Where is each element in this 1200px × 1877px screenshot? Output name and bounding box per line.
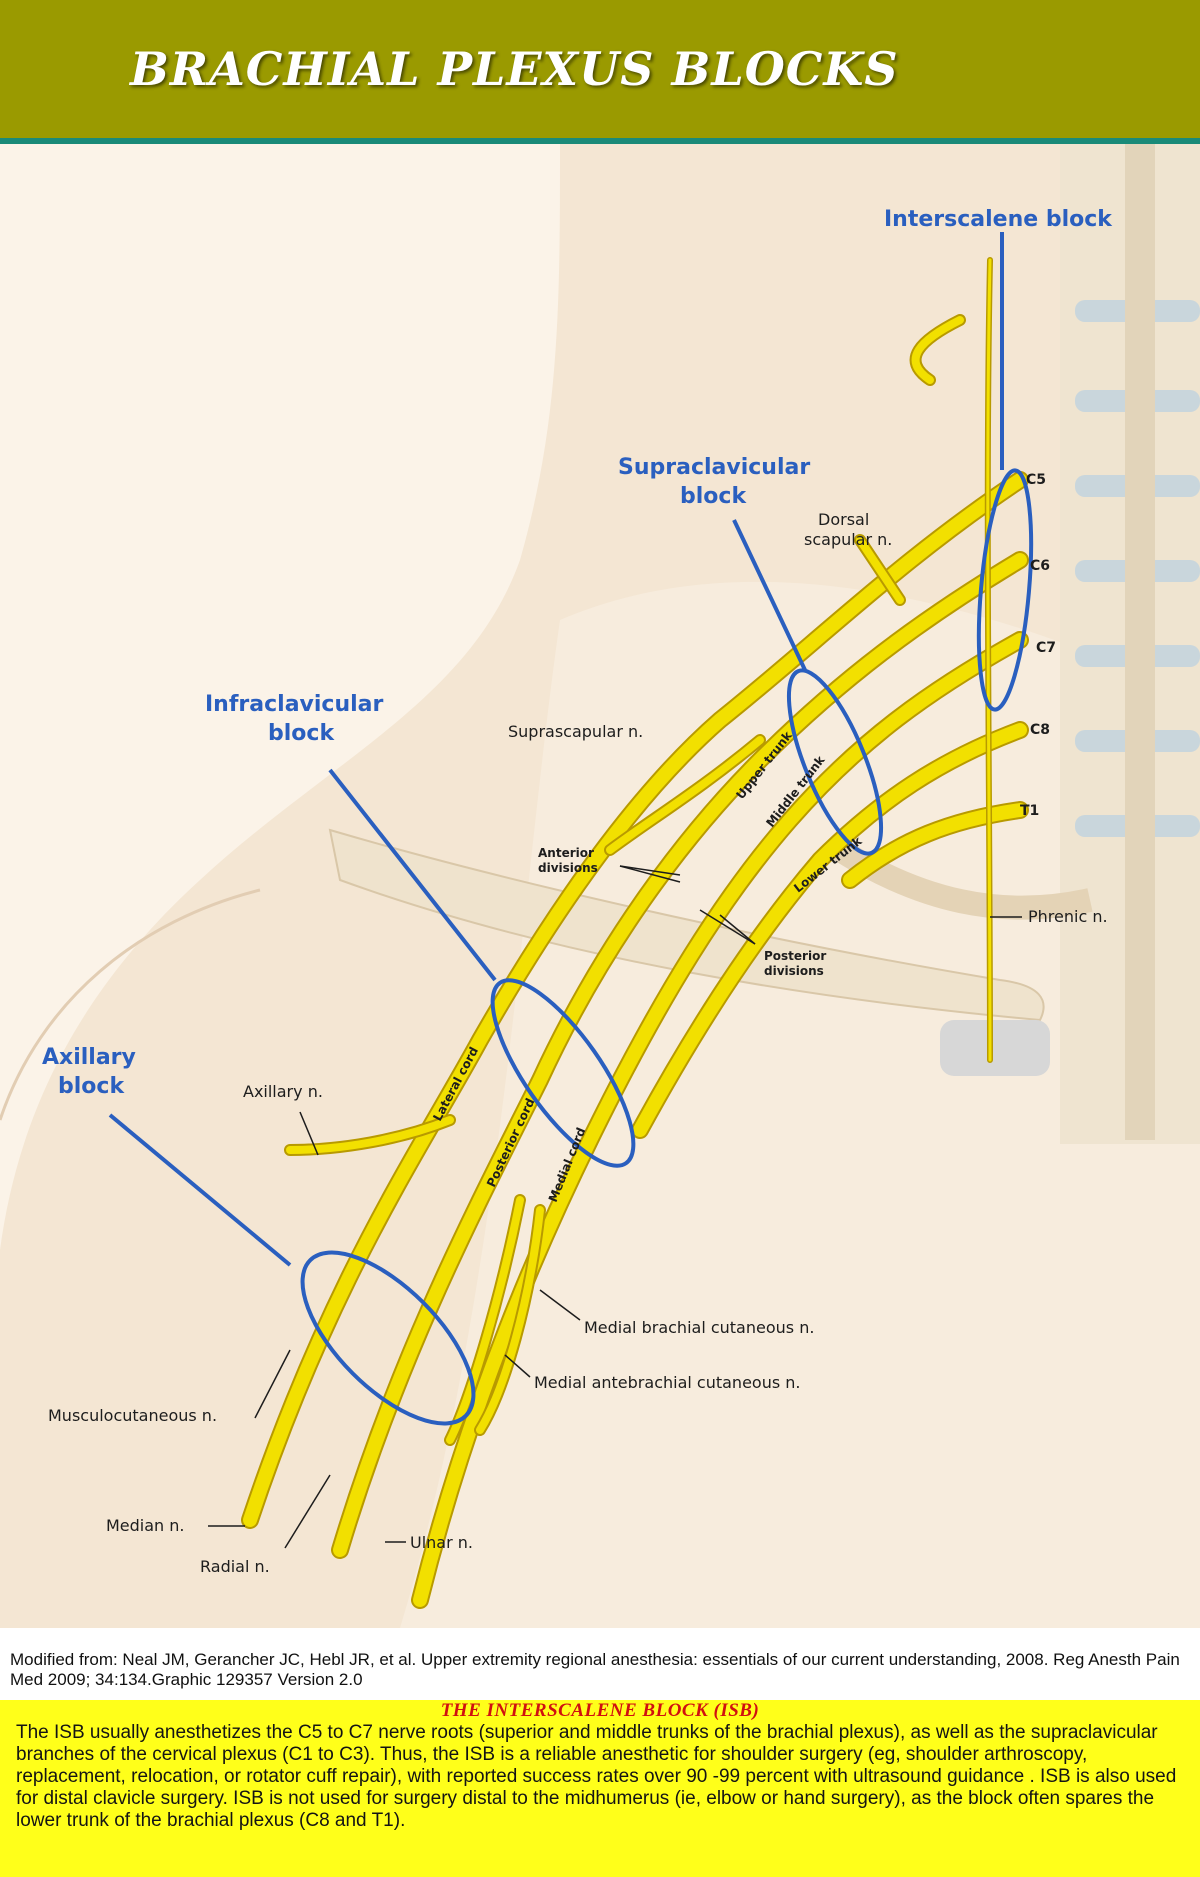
axillary-needle	[108, 1113, 292, 1267]
lower-trunk-path	[413, 633, 1027, 1607]
phrenic-label: Phrenic n.	[1028, 907, 1108, 926]
infraclavicular-needle	[328, 768, 497, 982]
suprascapular-nerve	[606, 736, 764, 854]
header-bar: BRACHIAL PLEXUS BLOCKS	[0, 0, 1200, 144]
musculocutaneous-label: Musculocutaneous n.	[48, 1406, 217, 1425]
clavicle-cartilage	[940, 1020, 1050, 1076]
posterior-divisions-label-line2: divisions	[764, 964, 824, 978]
anterior-divisions-label-line2: divisions	[538, 861, 598, 875]
arm-outline	[0, 888, 261, 1121]
root-c8-label: C8	[1030, 722, 1050, 738]
upper-trunk-path	[243, 473, 1027, 1527]
radial-nerve-label: Radial n.	[200, 1557, 270, 1576]
axillary-nerve-label: Axillary n.	[243, 1082, 323, 1101]
suprascapular-label: Suprascapular n.	[508, 722, 643, 741]
axillary-block-label-line2: block	[58, 1074, 125, 1099]
medial-brachial-cutaneous-label: Medial brachial cutaneous n.	[584, 1318, 814, 1337]
root-t1-label: T1	[1020, 803, 1039, 819]
infraclavicular-block-label-line1: Infraclavicular	[205, 692, 384, 717]
isb-info-panel: THE INTERSCALENE BLOCK (ISB) The ISB usu…	[0, 1700, 1200, 1877]
interscalene-ring	[976, 468, 1034, 712]
medial-antebrachial-cutaneous-nerve	[476, 1206, 544, 1434]
median-nerve-label: Median n.	[106, 1516, 185, 1535]
supraclavicular-needle	[732, 519, 807, 671]
dorsal-scapular-label-line2: scapular n.	[804, 530, 892, 549]
cervical-spine	[1060, 144, 1200, 1144]
supraclavicular-block-label-line2: block	[680, 484, 747, 509]
supraclavicular-block-label-line1: Supraclavicular	[618, 455, 810, 480]
root-c6-label: C6	[1030, 558, 1050, 574]
root-c5-label: C5	[1026, 472, 1046, 488]
dorsal-scapular-label-line1: Dorsal	[818, 510, 869, 529]
anatomy-svg: Interscalene block Supraclavicular block…	[0, 144, 1200, 1628]
block-markers	[108, 232, 1034, 1426]
leader-lines	[208, 865, 1022, 1549]
interscalene-block-label: Interscalene block	[884, 207, 1113, 232]
posterior-divisions-label-line1: Posterior	[764, 949, 826, 963]
brachial-plexus-illustration: Interscalene block Supraclavicular block…	[0, 144, 1200, 1628]
panel-title: THE INTERSCALENE BLOCK (ISB)	[440, 1700, 760, 1721]
supraclavicular-ring	[786, 668, 884, 856]
page-title: BRACHIAL PLEXUS BLOCKS	[130, 42, 899, 96]
axillary-block-label-line1: Axillary	[42, 1045, 136, 1070]
infraclavicular-block-label-line2: block	[268, 721, 335, 746]
panel-body: The ISB usually anesthetizes the C5 to C…	[16, 1722, 1177, 1831]
anterior-divisions-label-line1: Anterior	[538, 846, 594, 860]
axillary-ring	[300, 1250, 476, 1426]
ulnar-nerve-label: Ulnar n.	[410, 1533, 473, 1552]
infraclavicular-ring	[490, 978, 636, 1168]
root-c7-label: C7	[1036, 640, 1056, 656]
dorsal-scapular-nerve	[856, 536, 904, 604]
figure-credit: Modified from: Neal JM, Gerancher JC, He…	[10, 1650, 1180, 1689]
axillary-nerve	[286, 1116, 454, 1154]
medial-antebrachial-cutaneous-label: Medial antebrachial cutaneous n.	[534, 1373, 800, 1392]
